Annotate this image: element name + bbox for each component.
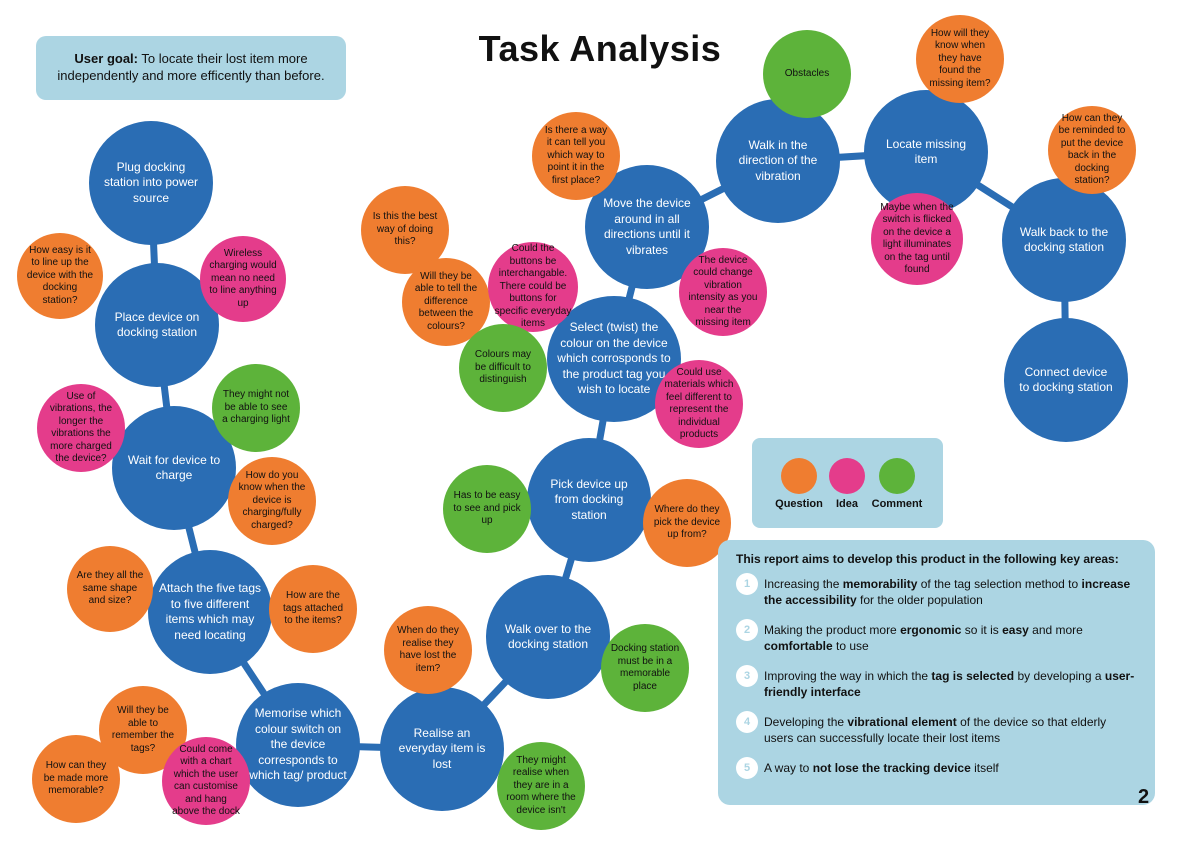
- step-memorise: Memorise which colour switch on the devi…: [236, 683, 360, 807]
- note-question: How easy is it to line up the device wit…: [17, 233, 103, 319]
- step-attach-tags: Attach the five tags to five different i…: [148, 550, 272, 674]
- note-question: Is this the best way of doing this?: [361, 186, 449, 274]
- note-idea: Could come with a chart which the user c…: [162, 737, 250, 825]
- note-idea: Could the buttons be interchangable. The…: [488, 242, 578, 332]
- note-question: Will they be able to tell the difference…: [402, 258, 490, 346]
- legend-question-label: Question: [775, 498, 823, 510]
- note-question: When do they realise they have lost the …: [384, 606, 472, 694]
- step-walk-to-dock: Walk over to the docking station: [486, 575, 610, 699]
- note-idea: Maybe when the switch is flicked on the …: [871, 193, 963, 285]
- note-comment: Has to be easy to see and pick up: [443, 465, 531, 553]
- legend-idea-label: Idea: [835, 498, 858, 510]
- aim-number: 1: [736, 573, 758, 595]
- note-question: Where do they pick the device up from?: [643, 479, 731, 567]
- page-number: 2: [1138, 786, 1150, 808]
- legend-comment-label: Comment: [871, 498, 923, 510]
- note-question: How do you know when the device is charg…: [228, 457, 316, 545]
- note-comment: Docking station must be in a memorable p…: [601, 624, 689, 712]
- note-comment: They might realise when they are in a ro…: [497, 742, 585, 830]
- aim-item: 2 Making the product more ergonomic so i…: [736, 619, 1137, 654]
- page-title: Task Analysis: [478, 28, 722, 69]
- note-comment: Obstacles: [763, 30, 851, 118]
- user-goal-box: User goal: To locate their lost item mor…: [36, 36, 346, 100]
- step-walk-back: Walk back to the docking station: [1002, 178, 1126, 302]
- note-question: Are they all the same shape and size?: [67, 546, 153, 632]
- note-idea: The device could change vibration intens…: [679, 248, 767, 336]
- step-pick-up: Pick device up from docking station: [527, 438, 651, 562]
- legend-comment-dot: [879, 458, 915, 494]
- step-plug-in: Plug docking station into power source: [89, 121, 213, 245]
- aim-item: 4 Developing the vibrational element of …: [736, 711, 1137, 746]
- note-idea: Use of vibrations, the longer the vibrat…: [37, 384, 125, 472]
- note-question: Is there a way it can tell you which way…: [532, 112, 620, 200]
- user-goal-label: User goal:: [74, 51, 138, 66]
- note-idea: Wireless charging would mean no need to …: [200, 236, 286, 322]
- step-realise-lost: Realise an everyday item is lost: [380, 687, 504, 811]
- step-connect-device: Connect device to docking station: [1004, 318, 1128, 442]
- aim-number: 3: [736, 665, 758, 687]
- aim-number: 5: [736, 757, 758, 779]
- aims-panel: This report aims to develop this product…: [718, 540, 1155, 805]
- legend-question-dot: [781, 458, 817, 494]
- note-question: How will they know when they have found …: [916, 15, 1004, 103]
- note-idea: Could use materials which feel different…: [655, 360, 743, 448]
- legend: Question Idea Comment: [752, 438, 943, 528]
- step-place-device: Place device on docking station: [95, 263, 219, 387]
- aims-heading: This report aims to develop this product…: [736, 552, 1119, 566]
- user-goal-text: To locate their lost item more independe…: [57, 51, 325, 83]
- note-question: How are the tags attached to the items?: [269, 565, 357, 653]
- aim-item: 3 Improving the way in which the tag is …: [736, 665, 1137, 700]
- note-question: How can they be made more memorable?: [32, 735, 120, 823]
- note-comment: They might not be able to see a charging…: [212, 364, 300, 452]
- step-walk-direction: Walk in the direction of the vibration: [716, 99, 840, 223]
- note-question: How can they be reminded to put the devi…: [1048, 106, 1136, 194]
- aim-item: 1 Increasing the memorability of the tag…: [736, 573, 1137, 608]
- aim-number: 2: [736, 619, 758, 641]
- step-select-colour: Select (twist) the colour on the device …: [547, 296, 681, 422]
- note-comment: Colours may be difficult to distinguish: [459, 324, 547, 412]
- aim-number: 4: [736, 711, 758, 733]
- aim-item: 5 A way to not lose the tracking device …: [736, 757, 1137, 779]
- legend-idea-dot: [829, 458, 865, 494]
